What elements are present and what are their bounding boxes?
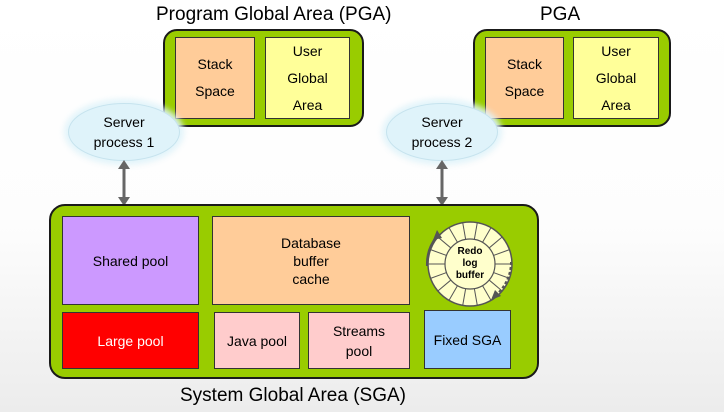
sga-container: Shared pool Large pool Database buffer c… bbox=[49, 204, 539, 379]
pga-left-title: Program Global Area (PGA) bbox=[156, 4, 392, 25]
stack-space-line-1: Stack bbox=[197, 56, 233, 72]
redo-log-buffer-segment-divider bbox=[448, 285, 458, 301]
shared-pool: Shared pool bbox=[62, 216, 199, 305]
large-pool-label: Large pool bbox=[97, 332, 164, 349]
streams-pool-line-2: pool bbox=[345, 342, 373, 359]
redo-log-buffer-segment-divider bbox=[462, 288, 467, 306]
java-pool: Java pool bbox=[214, 312, 300, 369]
database-buffer-cache-line-1: Database bbox=[281, 234, 341, 251]
double-arrow-vertical-icon bbox=[436, 160, 448, 206]
redo-log-buffer-segment-divider bbox=[462, 222, 467, 240]
redo-log-buffer-line-3: buffer bbox=[456, 270, 484, 281]
user-global-area-line-3: Area bbox=[601, 96, 631, 113]
stack-space-line-1: Stack bbox=[506, 56, 542, 72]
pga-left-stack-space: Stack Space bbox=[175, 37, 255, 119]
redo-log-buffer-segment-divider bbox=[430, 272, 447, 279]
redo-log-buffer-segments bbox=[427, 221, 513, 307]
fixed-sga-label: Fixed SGA bbox=[433, 331, 502, 348]
server-process-2-line-2: process 2 bbox=[411, 134, 473, 150]
double-arrow-vertical-icon bbox=[118, 160, 130, 206]
streams-pool: Streams pool bbox=[308, 312, 410, 369]
large-pool: Large pool bbox=[62, 312, 199, 369]
user-global-area-line-1: User bbox=[292, 42, 323, 59]
user-global-area-line-2: Global bbox=[595, 69, 637, 86]
redo-log-buffer-segment-divider bbox=[482, 227, 492, 243]
pga-left-container: Stack Space User Global Area bbox=[163, 29, 364, 127]
database-buffer-cache-line-2: buffer bbox=[293, 252, 329, 269]
server-process-2: Server process 2 bbox=[386, 103, 498, 161]
database-buffer-cache-line-3: cache bbox=[292, 270, 330, 287]
server-process-1: Server process 1 bbox=[68, 103, 180, 161]
pga-right-container: Stack Space User Global Area bbox=[473, 29, 671, 127]
stack-space-line-2: Space bbox=[504, 83, 545, 99]
database-buffer-cache: Database buffer cache bbox=[212, 216, 410, 305]
streams-pool-line-1: Streams bbox=[332, 322, 386, 339]
circular-arrow-head-icon bbox=[491, 290, 501, 300]
server-process-1-line-2: process 1 bbox=[93, 134, 155, 150]
redo-log-buffer-segment-divider bbox=[482, 285, 492, 301]
redo-log-buffer-segment-divider bbox=[448, 227, 458, 243]
redo-log-buffer-wheel: Redo log buffer bbox=[425, 221, 513, 307]
fixed-sga: Fixed SGA bbox=[424, 310, 511, 369]
redo-log-buffer-segment-divider bbox=[493, 249, 510, 256]
server-process-2-line-1: Server bbox=[421, 114, 463, 130]
redo-log-buffer-segment-divider bbox=[488, 236, 503, 249]
redo-log-buffer-segment-divider bbox=[488, 279, 503, 292]
pga-right-user-global-area: User Global Area bbox=[573, 37, 659, 119]
circular-arrow-dotted-icon bbox=[496, 261, 512, 295]
redo-log-buffer-segment-divider bbox=[437, 236, 452, 249]
server-process-1-line-1: Server bbox=[103, 114, 145, 130]
circular-arrow-head-icon bbox=[433, 230, 442, 240]
redo-log-buffer-line-2: log bbox=[463, 258, 478, 269]
redo-log-buffer-segment-divider bbox=[430, 249, 447, 256]
redo-log-buffer-segment-divider bbox=[493, 272, 510, 279]
redo-log-buffer-inner-ring bbox=[444, 238, 496, 290]
redo-log-buffer-segment-divider bbox=[473, 288, 478, 306]
java-pool-label: Java pool bbox=[227, 332, 287, 349]
user-global-area-line-1: User bbox=[601, 42, 631, 59]
pga-right-title: PGA bbox=[540, 4, 581, 25]
redo-log-buffer-segment-divider bbox=[473, 222, 478, 240]
redo-log-buffer-segment-divider bbox=[437, 279, 452, 292]
pga-right-stack-space: Stack Space bbox=[485, 37, 564, 119]
pga-left-user-global-area: User Global Area bbox=[265, 37, 350, 119]
user-global-area-line-2: Global bbox=[287, 69, 328, 86]
shared-pool-label: Shared pool bbox=[92, 252, 169, 269]
user-global-area-line-3: Area bbox=[292, 96, 323, 113]
stack-space-line-2: Space bbox=[195, 83, 235, 99]
sga-title: System Global Area (SGA) bbox=[180, 385, 406, 406]
redo-log-buffer-line-1: Redo bbox=[458, 246, 483, 257]
